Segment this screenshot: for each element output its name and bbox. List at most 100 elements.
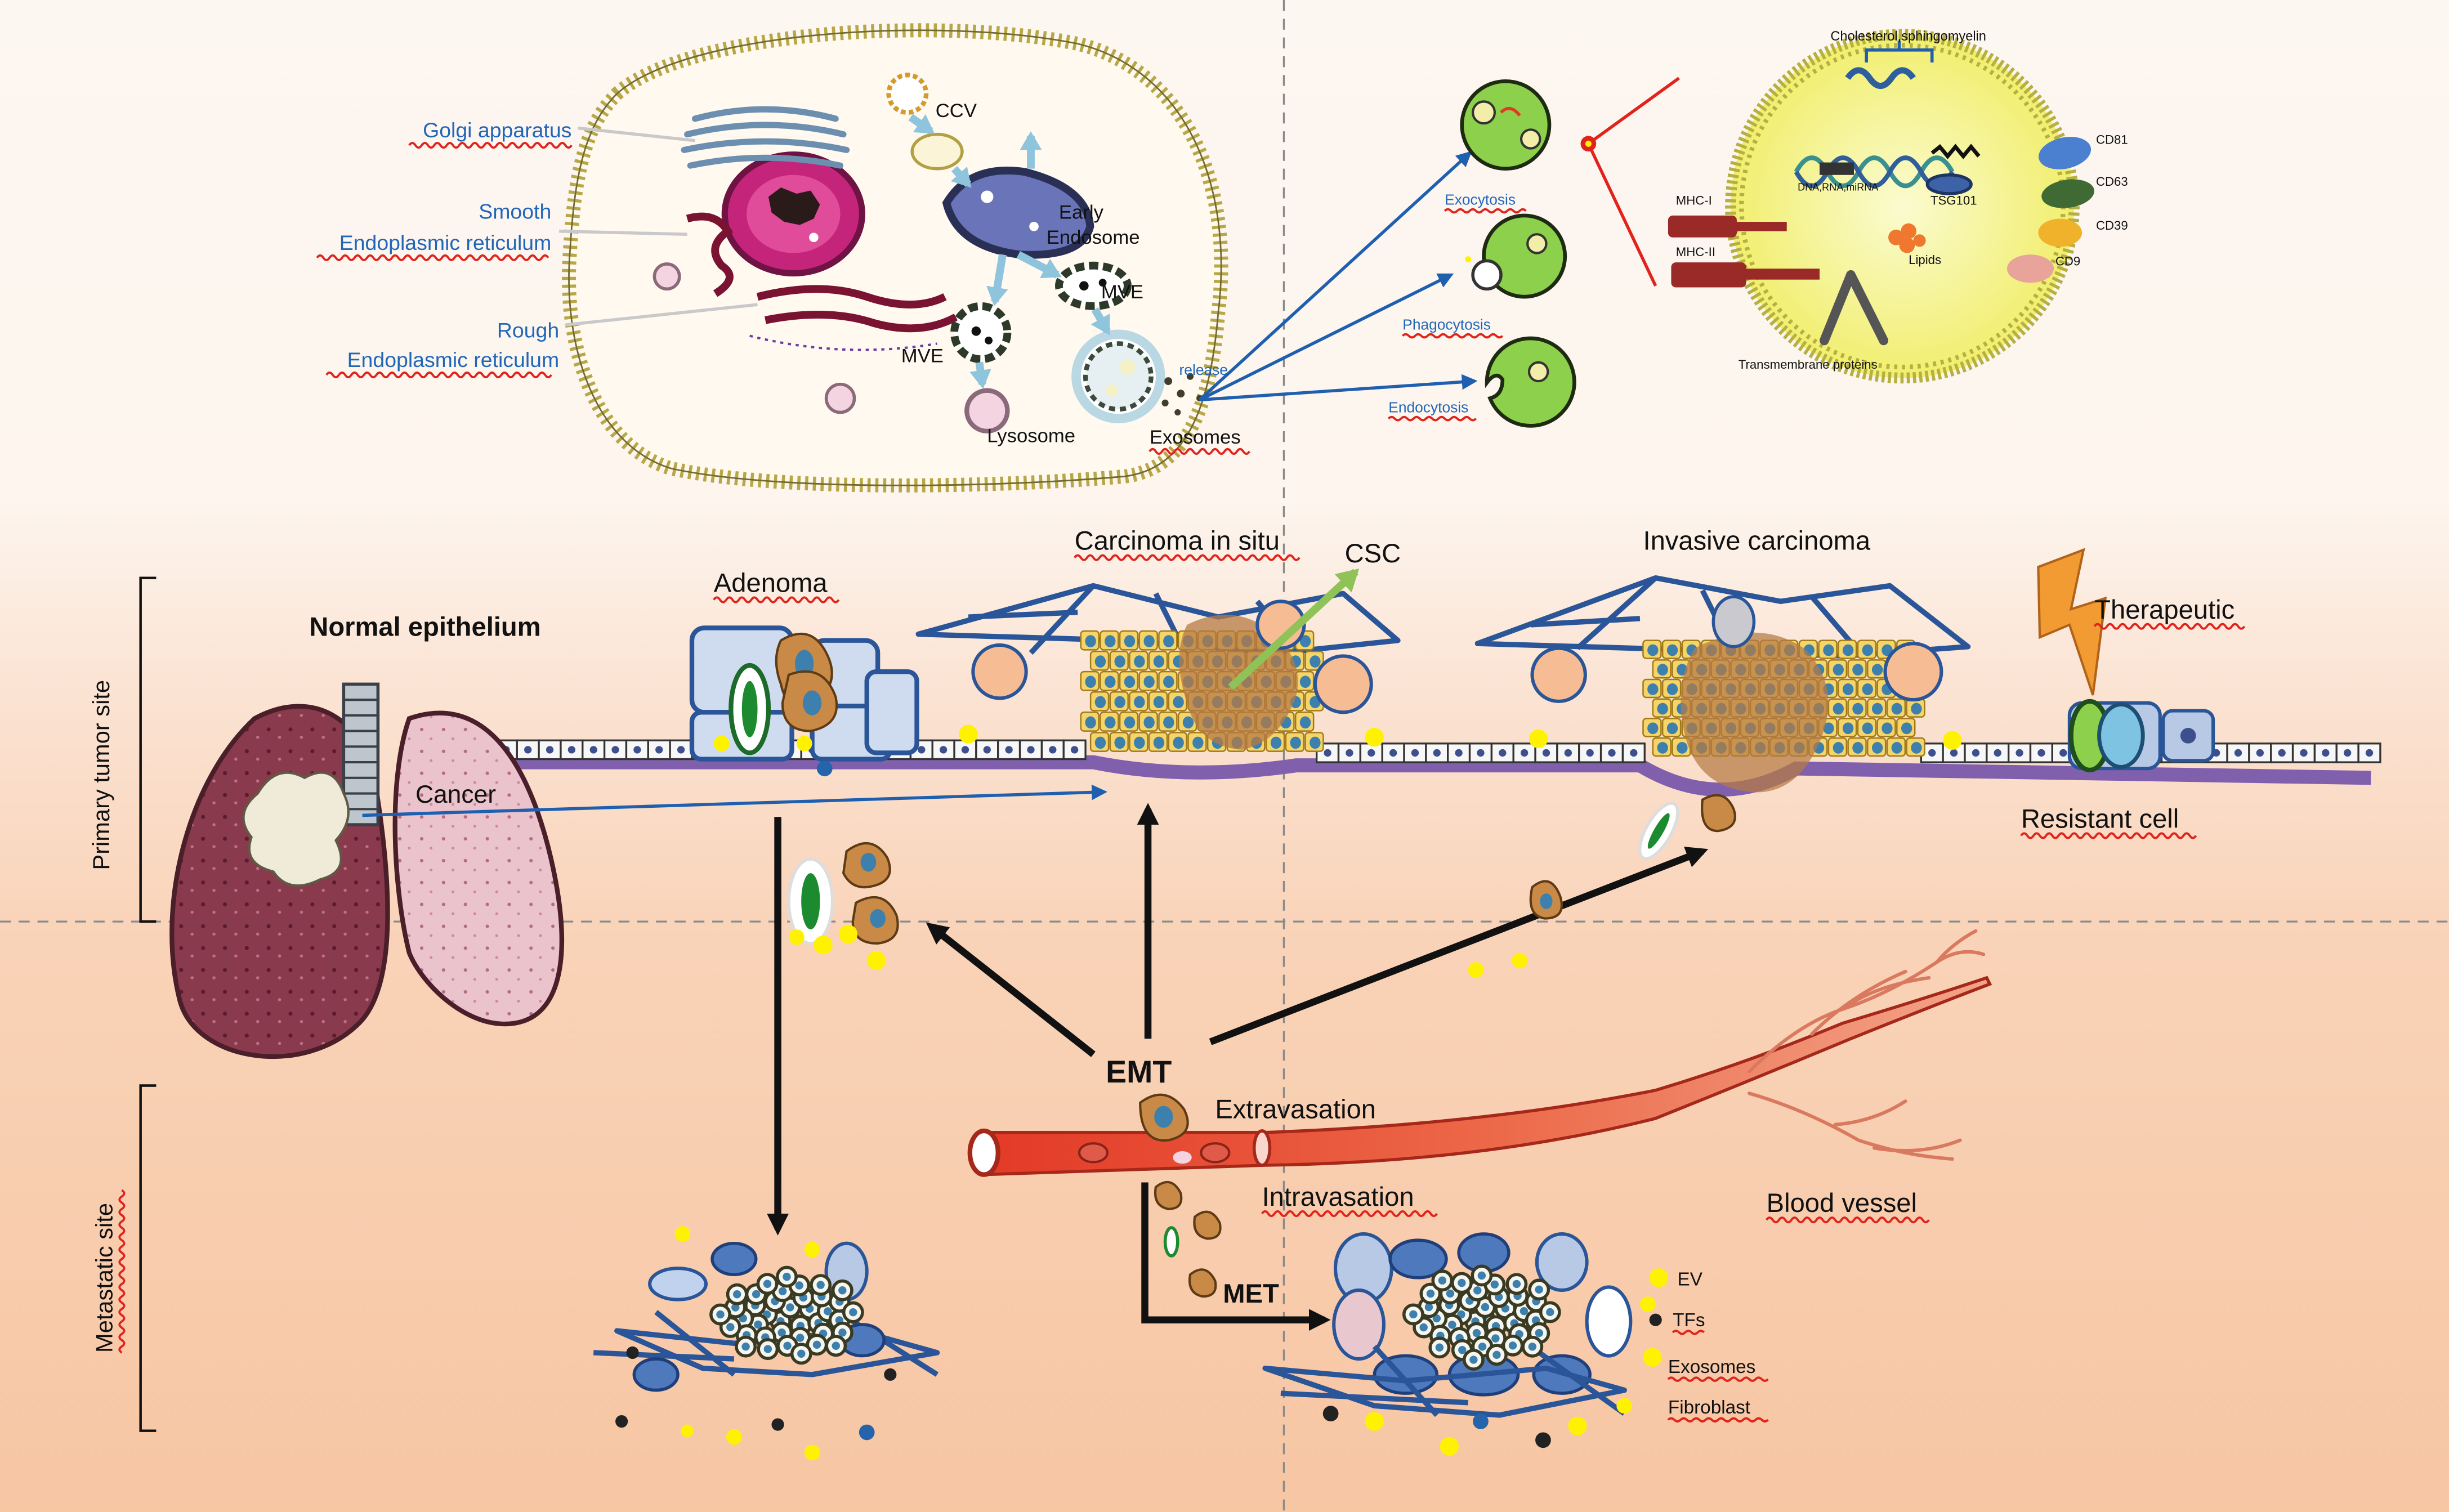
label-normal-epithelium: Normal epithelium [309,611,540,641]
metastatic-cell [776,1265,798,1288]
metastatic-cell [1402,1303,1424,1326]
label-golgi: Golgi apparatus [423,118,571,142]
csc-arrow [1228,568,1360,691]
tumor-cell [1886,737,1906,757]
legend-label-ev: EV [1678,1269,1703,1290]
tumor-cell [1857,718,1877,737]
tumor-cell [1847,737,1867,757]
label-tsg101: TSG101 [1930,193,1977,207]
label-exosomes-cell: Exosomes [1150,427,1241,448]
label-lipids: Lipids [1909,253,1941,267]
label-release: release [1179,361,1228,378]
metastatic-cell [1521,1335,1544,1358]
epithelial-cell [1599,742,1624,763]
exosome-structure [1668,29,2094,384]
epithelial-cell [647,739,671,761]
tumor-cell [1304,650,1324,671]
epithelial-cell [1337,742,1362,763]
tumor-cell [1109,650,1129,671]
tumor-cell [1138,630,1158,651]
invasive-carcinoma-cluster [1474,575,1971,793]
epithelial-cell [669,739,693,761]
tumor-cell [1661,639,1682,659]
label-lysosome: Lysosome [987,425,1075,446]
met-arrow [1141,1182,1331,1331]
epithelial-cell [2313,742,2338,763]
tumor-cell [1867,737,1887,757]
label-transmembrane: Transmembrane proteins [1739,357,1878,372]
metastatic-cell [1528,1278,1550,1301]
tumor-cell [1187,732,1207,752]
epithelial-cell [1425,742,1449,763]
epithelial-cell [1512,742,1536,763]
zoom-callout [1580,77,1680,287]
label-adenoma: Adenoma [714,568,828,598]
metastasis-labels: EMT Extravasation Intravasation MET Bloo… [1106,1054,1930,1308]
label-mve-left: MVE [901,346,944,367]
label-cholesterol: Cholesterol,sphingomyelin [1830,29,1986,43]
label-invasive-carcinoma: Invasive carcinoma [1643,526,1870,556]
label-cd39: CD39 [2096,218,2128,232]
metastatic-cell [757,1338,779,1360]
label-cancer: Cancer [415,781,496,808]
mhc1-molecule [1668,215,1787,238]
dna-helix-icon [1794,67,1981,189]
label-resistant-cell: Resistant cell [2021,804,2179,834]
legend-item-exosomes: Exosomes [1643,1348,1769,1382]
epithelial-cell [1490,742,1514,763]
tumor-cell [1838,678,1857,699]
tumor-cell [1294,670,1315,691]
adenoma-cluster [689,625,919,777]
tumor-cell [1138,712,1158,732]
tumor-cell [1652,698,1672,718]
epithelial-cell [2008,742,2032,763]
tumor-cell [1089,691,1110,712]
tumor-cell [1294,712,1315,732]
epithelial-cell [1062,739,1087,761]
mhc2-molecule [1671,262,1820,288]
endocytosis-cell [1485,336,1576,428]
exosome-structure-labels: Cholesterol,sphingomyelin DNA,RNA,miRNA … [1676,29,2128,372]
metastatic-cell [831,1279,853,1301]
tumor-cell [1827,659,1848,679]
tumor-cell [1129,732,1148,752]
metastatic-cell [1539,1301,1561,1323]
epithelial-cell [2291,742,2316,763]
tumor-cell [1857,639,1877,659]
legend-item-fibroblast: Fibroblast [1667,1397,1769,1422]
label-rough-er: Endoplasmic reticulum [347,348,560,372]
tumor-cell [1119,712,1139,732]
tumor-cell [1080,670,1100,691]
rough-er-leader [565,303,758,326]
circulating-cells [1154,1180,1222,1298]
tumor-cell [1168,732,1187,752]
label-endosome: Endosome [1047,227,1140,248]
cd39-marker [2038,218,2082,247]
phagocytosis-arrow [1199,273,1454,401]
label-early: Early [1059,202,1104,223]
epithelial-cell [2335,742,2359,763]
label-cd9: CD9 [2055,254,2080,269]
tumor-cell [1265,732,1285,752]
tumor-cell [1642,678,1662,699]
epithelial-cell [1468,742,1493,763]
epithelial-cell [516,739,540,761]
metastatic-cell [1505,1273,1528,1295]
primary-site-bracket [139,576,157,923]
tumor-cell [1642,639,1662,659]
tumor-cell [1119,670,1139,691]
epithelial-cell [2248,742,2272,763]
exocytosis-cell [1460,79,1552,171]
metastatic-cell [1428,1336,1451,1359]
label-dna: DNA,RNA,miRNA [1798,182,1878,193]
tumor-cell [1109,691,1129,712]
tumor-cell [1148,650,1168,671]
epithelial-cell [1578,742,1602,763]
tumor-cell [1847,659,1867,679]
tumor-cell [1080,712,1100,732]
tumor-cell [1285,732,1305,752]
tumor-cell [1906,737,1925,757]
legend-label-tfs: TFs [1673,1310,1705,1331]
tumor-cell [1158,712,1178,732]
legend-item-ev: EV [1649,1268,1703,1290]
